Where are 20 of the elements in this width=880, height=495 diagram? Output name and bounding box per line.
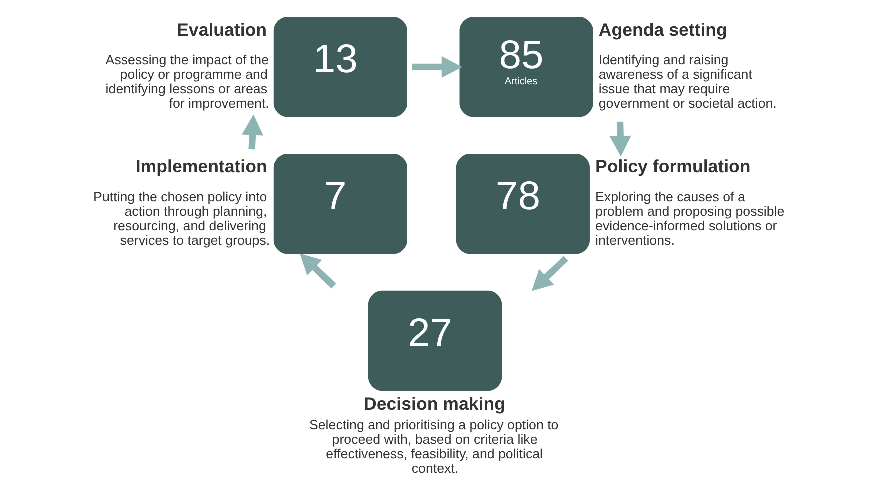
node-label: Decision making — [364, 394, 506, 414]
node-label: Identifying and raising awareness of a significant issue that may require government or societal action. — [598, 52, 777, 111]
node-label: Assessing the impact of the policy or programme and identifying lessons or areas for improvement. — [106, 52, 270, 111]
arrow — [532, 256, 568, 292]
arrow — [610, 122, 632, 157]
node-label: Agenda setting — [598, 20, 728, 40]
node-label: Policy formulation — [596, 156, 751, 177]
arrow — [300, 254, 336, 289]
arrow — [412, 56, 462, 78]
node-label: Putting the chosen policy into action through planning, resourcing, and delivering services to target groups. — [94, 189, 270, 248]
arrow — [242, 114, 264, 150]
node-label: Evaluation — [177, 20, 268, 40]
node-box: 13 — [274, 17, 408, 118]
node-box: 78 — [456, 154, 590, 254]
node-label: Selecting and prioritising a policy option to proceed with, based on criteria like effectiveness, feasibility, and political context. — [310, 418, 559, 476]
node-box: 85 Articles — [460, 17, 594, 118]
node-box: 7 — [274, 154, 408, 254]
node-label: Implementation — [136, 156, 268, 177]
node-box: 27 — [368, 290, 502, 392]
node-label: Exploring the causes of a problem and proposing possible evidence-informed solutions or interventions. — [596, 189, 785, 248]
